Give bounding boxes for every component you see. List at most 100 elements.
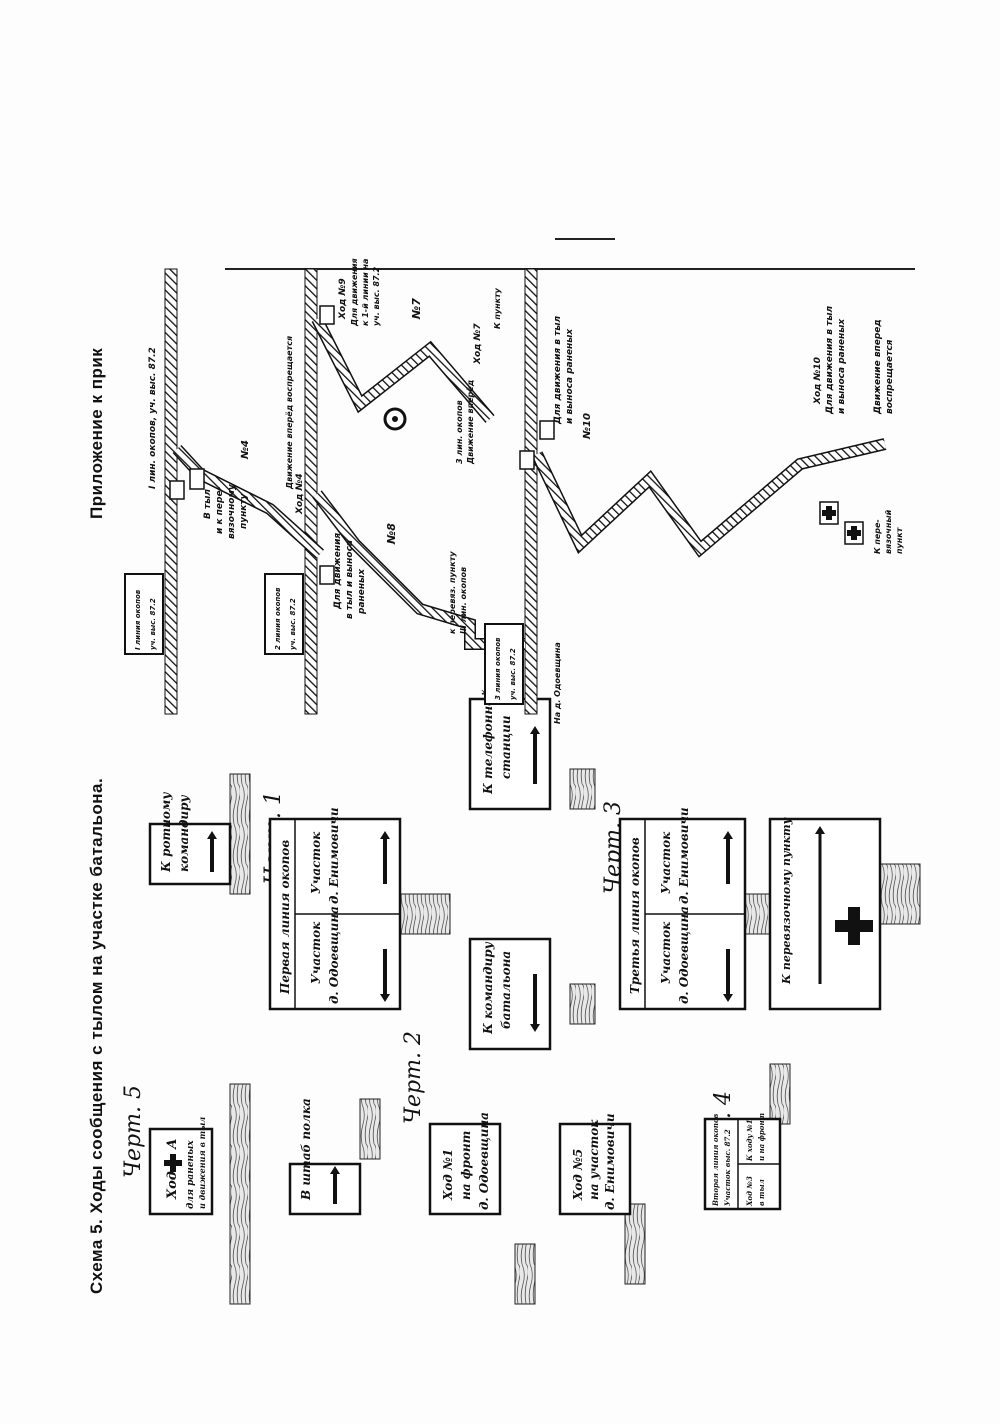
- svg-text:Движение вперед: Движение вперед: [873, 319, 883, 415]
- cross-sign: [189, 468, 205, 490]
- sign-hod5: Ход №5 на участок д. Енимовичи: [558, 1113, 632, 1216]
- svg-text:на участок: на участок: [587, 1119, 601, 1200]
- svg-text:3 лин. окопов: 3 лин. окопов: [455, 400, 464, 464]
- post-tel: [569, 768, 596, 810]
- post-2: [514, 1243, 536, 1305]
- svg-text:и движения в тыл: и движения в тыл: [197, 1117, 207, 1209]
- post-1: [399, 893, 451, 935]
- hod-4: [173, 445, 324, 558]
- sign-perev: К перевязочному пункту: [768, 816, 882, 1011]
- svg-text:Ход №4: Ход №4: [295, 473, 305, 515]
- plan-box-1: [124, 573, 164, 655]
- svg-text:д. Енимовичи: д. Енимовичи: [603, 1113, 617, 1210]
- post-perev: [879, 863, 921, 925]
- trench-plan: I линия окопов уч. выс. 87.2 2 линия око…: [124, 238, 915, 724]
- sign-chert3: Третья линия окопов Участок д. Одоевщина…: [618, 807, 747, 1011]
- svg-text:и выноса раненых: и выноса раненых: [837, 318, 847, 414]
- svg-text:К ходу №1: К ходу №1: [745, 1119, 754, 1162]
- sign-hod1: Ход №1 на фронт д. Одоевщина: [428, 1112, 502, 1216]
- svg-text:Участок: Участок: [659, 831, 673, 894]
- svg-text:№8: №8: [385, 523, 398, 545]
- hod-7: [312, 316, 494, 422]
- svg-text:I лин. окопов, уч. выс. 87.2: I лин. окопов, уч. выс. 87.2: [148, 347, 158, 489]
- svg-text:Участок: Участок: [309, 831, 323, 894]
- svg-text:уч. выс. 87.2: уч. выс. 87.2: [372, 266, 381, 326]
- svg-text:Ход: Ход: [165, 1171, 180, 1200]
- svg-text:№10: №10: [582, 413, 593, 440]
- svg-text:Для движения: Для движения: [333, 533, 343, 610]
- svg-text:Для движения в тыл: Для движения в тыл: [825, 306, 835, 415]
- svg-text:№7: №7: [410, 298, 423, 320]
- svg-text:К ротному: К ротному: [159, 792, 173, 873]
- post-5: [229, 1083, 251, 1305]
- svg-text:Участок: Участок: [309, 921, 323, 984]
- svg-text:3 линия окопов: 3 линия окопов: [494, 637, 502, 700]
- plan-box-3: [484, 623, 524, 705]
- svg-text:и выноса раненых: и выноса раненых: [565, 328, 575, 424]
- svg-text:вязочный: вязочный: [884, 509, 893, 554]
- svg-text:А: А: [165, 1138, 180, 1150]
- svg-text:В тыл: В тыл: [203, 489, 213, 519]
- svg-text:и на фронт: и на фронт: [757, 1113, 766, 1161]
- svg-text:станции: станции: [499, 715, 513, 779]
- svg-text:Для движения в тыл: Для движения в тыл: [553, 316, 563, 425]
- svg-text:раненых: раненых: [357, 568, 367, 615]
- sign-rotny: К ротному командиру: [148, 792, 232, 886]
- svg-text:уч. выс. 87.2: уч. выс. 87.2: [289, 598, 297, 650]
- svg-text:К телефонной: К телефонной: [481, 689, 495, 795]
- sign-chert4: Вторая линия окопов Участок выс. 87.2 Хо…: [703, 1113, 782, 1211]
- svg-text:для раненых: для раненых: [186, 1140, 196, 1209]
- svg-text:Ход №5: Ход №5: [571, 1149, 585, 1201]
- svg-text:Ход №9: Ход №9: [338, 278, 348, 320]
- svg-text:К перевязочному пункту: К перевязочному пункту: [780, 816, 793, 985]
- svg-text:Участок выс. 87.2: Участок выс. 87.2: [723, 1129, 732, 1206]
- svg-text:К пункту: К пункту: [493, 287, 502, 329]
- svg-text:I линия окопов: I линия окопов: [134, 589, 142, 650]
- svg-text:д. Одоевщина: д. Одоевщина: [327, 906, 341, 1004]
- svg-text:Ход №3: Ход №3: [745, 1176, 754, 1207]
- sign-shtab: В штаб полка: [288, 1098, 362, 1216]
- svg-text:в тыл: в тыл: [757, 1179, 766, 1206]
- svg-text:вязочному: вязочному: [227, 483, 237, 539]
- post-4: [769, 1063, 791, 1125]
- svg-text:уч. выс. 87.2: уч. выс. 87.2: [149, 598, 157, 650]
- svg-text:батальона: батальона: [499, 951, 513, 1029]
- sign-chert5: Ход А для раненых и движения в тыл: [148, 1117, 214, 1216]
- sign-bat: К командиру батальона: [468, 937, 552, 1051]
- label-chert5: Черт. 5: [121, 1085, 146, 1178]
- svg-text:В штаб полка: В штаб полка: [299, 1098, 313, 1201]
- hod-8: [313, 491, 525, 649]
- sign-chert1: Первая линия окопов Участок д. Одоевщина…: [268, 807, 402, 1011]
- svg-text:д. Одоевщина: д. Одоевщина: [477, 1112, 491, 1210]
- caption-title: Схема 5. Ходы сообщения с тылом на участ…: [87, 778, 106, 1294]
- svg-text:Для движения: Для движения: [350, 258, 359, 327]
- post-rotny: [229, 773, 251, 895]
- svg-text:Ход №1: Ход №1: [441, 1149, 455, 1201]
- svg-text:Ход №7: Ход №7: [473, 323, 483, 365]
- svg-text:Третья линия окопов: Третья линия окопов: [628, 837, 642, 994]
- sign-tel: К телефонной станции: [468, 689, 552, 811]
- caption-appendix: Приложение к прик: [87, 348, 106, 519]
- svg-text:На д. Одоевщина: На д. Одоевщина: [553, 642, 562, 724]
- svg-text:Движение вперёд: Движение вперёд: [466, 380, 475, 465]
- svg-text:к перевяз. пункту: к перевяз. пункту: [448, 551, 457, 634]
- svg-text:Вторая линия окопов: Вторая линия окопов: [711, 1113, 720, 1207]
- svg-text:и к пере-: и к пере-: [215, 486, 225, 534]
- svg-text:К пере-: К пере-: [873, 519, 882, 554]
- svg-text:Участок: Участок: [659, 921, 673, 984]
- svg-text:уч. выс. 87.2: уч. выс. 87.2: [509, 648, 517, 700]
- svg-text:д. Енимовичи: д. Енимовичи: [677, 807, 691, 904]
- svg-text:пункт: пункт: [895, 526, 904, 554]
- svg-text:д. Енимовичи: д. Енимовичи: [327, 807, 341, 904]
- svg-text:Движение вперёд воспрещается: Движение вперёд воспрещается: [285, 336, 294, 490]
- svg-text:д. Одоевщина: д. Одоевщина: [677, 906, 691, 1004]
- svg-text:воспрещается: воспрещается: [885, 339, 895, 414]
- trench-line-3: [524, 268, 538, 715]
- plan-box-2: [264, 573, 304, 655]
- svg-text:командиру: командиру: [177, 794, 191, 872]
- svg-text:К командиру: К командиру: [481, 941, 495, 1035]
- hod-10: [532, 439, 887, 556]
- svg-text:Ход №10: Ход №10: [813, 357, 823, 405]
